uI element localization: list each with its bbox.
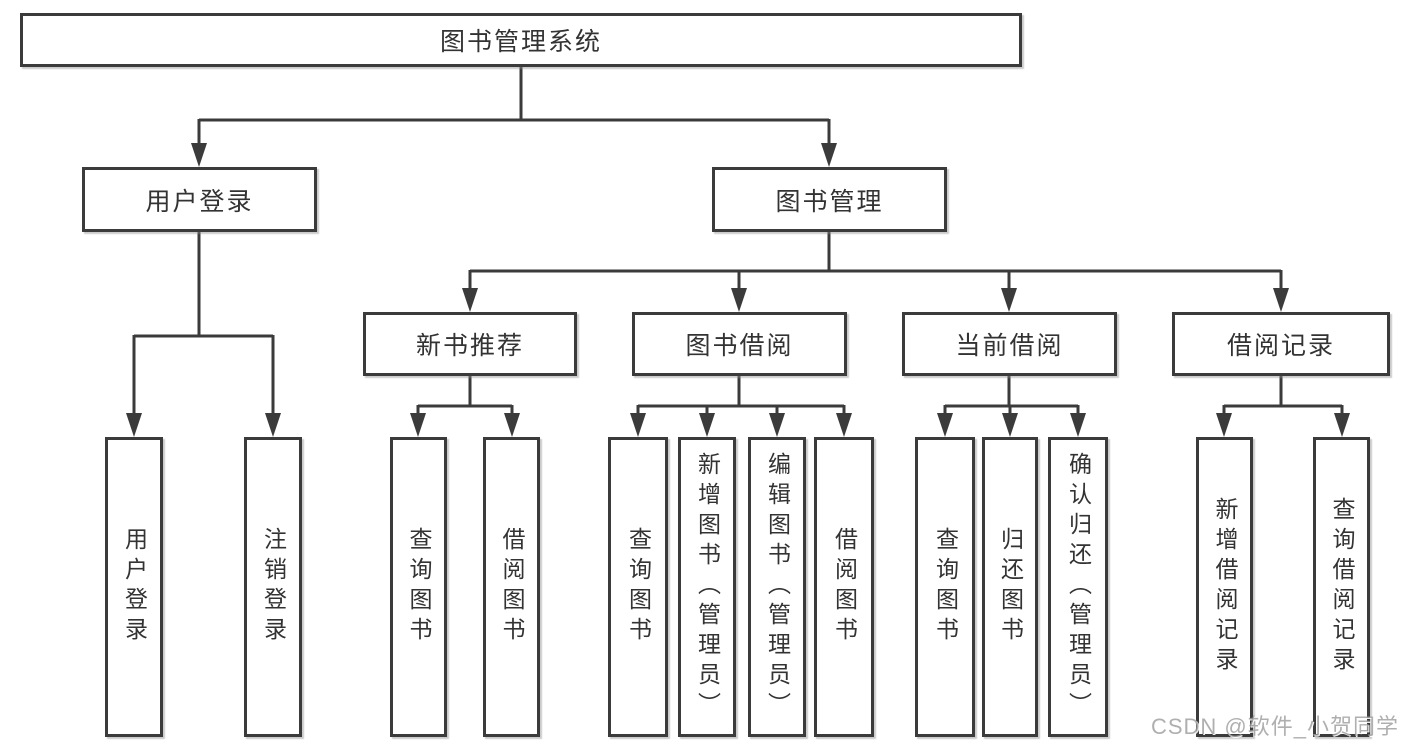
- arrow-down-icon: [1334, 413, 1350, 437]
- node-new-book-recommend: 新书推荐: [363, 312, 577, 376]
- leaf-borrow-query-book-label: 查询图书: [625, 527, 652, 647]
- node-current-borrow: 当前借阅: [902, 312, 1117, 376]
- node-borrow-record-label: 借阅记录: [1226, 332, 1335, 360]
- arrow-down-icon: [126, 413, 142, 437]
- csdn-watermark: CSDN @软件_小贺同学: [1150, 714, 1399, 739]
- node-book-borrow-label: 图书借阅: [685, 332, 794, 360]
- arrow-down-icon: [504, 413, 520, 437]
- node-new-book-recommend-label: 新书推荐: [415, 332, 524, 360]
- leaf-confirm-return-admin-label: 确认归还（管理员）: [1065, 452, 1092, 722]
- node-user-login: 用户登录: [82, 167, 317, 232]
- arrow-down-icon: [1273, 288, 1289, 312]
- arrow-down-icon: [769, 413, 785, 437]
- leaf-query-borrow-record: 查询借阅记录: [1313, 437, 1370, 737]
- leaf-current-query-book: 查询图书: [915, 437, 975, 737]
- leaf-edit-book-admin: 编辑图书（管理员）: [748, 437, 806, 737]
- leaf-query-borrow-record-label: 查询借阅记录: [1329, 497, 1355, 677]
- arrow-down-icon: [191, 143, 207, 167]
- arrow-down-icon: [1002, 413, 1018, 437]
- leaf-recommend-borrow-book-label: 借阅图书: [499, 527, 525, 647]
- leaf-recommend-query-book-label: 查询图书: [406, 527, 432, 647]
- arrow-down-icon: [462, 288, 478, 312]
- leaf-confirm-return-admin: 确认归还（管理员）: [1048, 437, 1108, 737]
- node-book-management: 图书管理: [712, 167, 947, 232]
- leaf-borrow-book: 借阅图书: [814, 437, 874, 737]
- leaf-add-book-admin-label: 新增图书（管理员）: [694, 452, 721, 722]
- arrow-down-icon: [699, 413, 715, 437]
- arrow-down-icon: [410, 413, 426, 437]
- arrow-down-icon: [265, 413, 281, 437]
- arrow-down-icon: [731, 288, 747, 312]
- node-book-management-label: 图书管理: [775, 187, 884, 216]
- arrow-down-icon: [937, 413, 953, 437]
- leaf-recommend-query-book: 查询图书: [390, 437, 447, 737]
- leaf-current-query-book-label: 查询图书: [932, 527, 959, 647]
- node-root-library-system: 图书管理系统: [20, 13, 1022, 67]
- arrow-down-icon: [1001, 288, 1017, 312]
- leaf-add-borrow-record-label: 新增借阅记录: [1212, 497, 1238, 677]
- leaf-add-borrow-record: 新增借阅记录: [1196, 437, 1253, 737]
- leaf-user-login: 用户登录: [105, 437, 163, 737]
- leaf-borrow-book-label: 借阅图书: [831, 527, 858, 647]
- node-borrow-record: 借阅记录: [1172, 312, 1390, 376]
- leaf-user-login-label: 用户登录: [121, 527, 148, 647]
- leaf-logout-label: 注销登录: [260, 527, 287, 647]
- node-user-login-label: 用户登录: [145, 187, 254, 216]
- leaf-return-book-label: 归还图书: [997, 527, 1024, 647]
- leaf-edit-book-admin-label: 编辑图书（管理员）: [764, 452, 791, 722]
- arrow-down-icon: [1216, 413, 1232, 437]
- arrow-down-icon: [836, 413, 852, 437]
- arrow-down-icon: [1070, 413, 1086, 437]
- arrow-down-icon: [630, 413, 646, 437]
- leaf-add-book-admin: 新增图书（管理员）: [678, 437, 736, 737]
- node-book-borrow: 图书借阅: [632, 312, 847, 376]
- leaf-logout: 注销登录: [244, 437, 302, 737]
- leaf-borrow-query-book: 查询图书: [608, 437, 668, 737]
- leaf-recommend-borrow-book: 借阅图书: [483, 437, 540, 737]
- node-root-label: 图书管理系统: [439, 28, 602, 56]
- leaf-return-book: 归还图书: [982, 437, 1038, 737]
- arrow-down-icon: [821, 143, 837, 167]
- node-current-borrow-label: 当前借阅: [955, 332, 1064, 360]
